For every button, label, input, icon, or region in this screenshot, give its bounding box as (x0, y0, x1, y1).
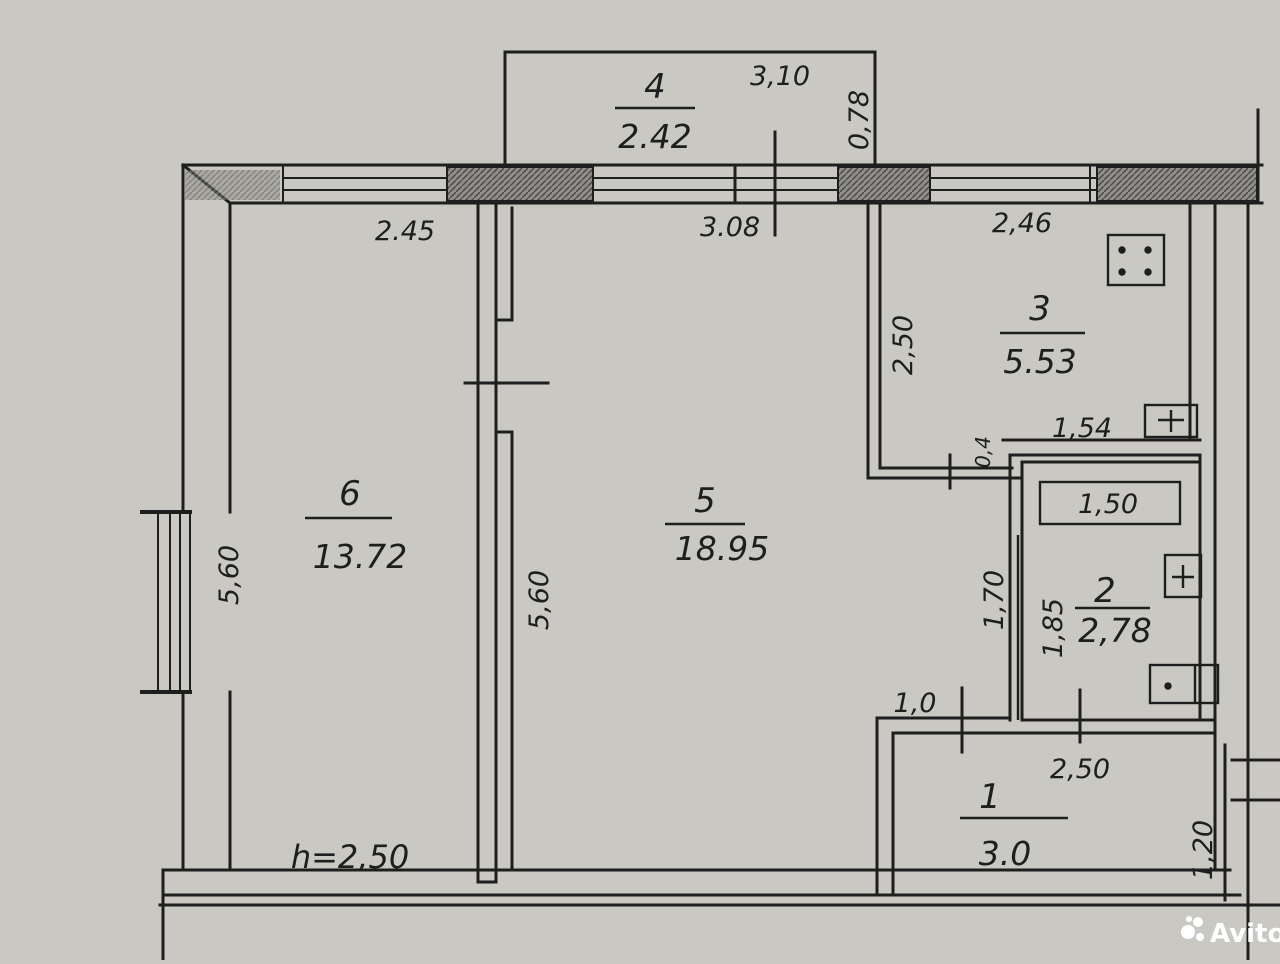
room-6-number: 6 (339, 474, 361, 514)
dim-corridor-width: 1,54 (1052, 413, 1112, 444)
dim-room6-depth: 5,60 (214, 545, 245, 605)
room-4-area: 2.42 (618, 117, 691, 156)
toilet-icon (1148, 663, 1220, 705)
room-6-area: 13.72 (313, 537, 407, 576)
pillar-right (1096, 166, 1258, 202)
toilet-dot (1164, 682, 1172, 690)
walls (158, 50, 1280, 962)
stove-burner-4 (1144, 268, 1152, 276)
corner-shading (185, 170, 280, 200)
dim-bath-fixture: 1,50 (1078, 489, 1138, 520)
avito-wordmark: Avito (1210, 919, 1280, 949)
dim-corridor-gap: 0,4 (971, 436, 995, 468)
stove-burner-3 (1118, 268, 1126, 276)
bath-sink-icon (1163, 553, 1203, 599)
kitchen-sink-icon (1143, 403, 1199, 439)
room-labels: 4 2.42 3 5.53 6 13.72 5 18.95 2 2,78 1 3… (305, 67, 1152, 873)
avito-logo-dot-4 (1186, 916, 1192, 922)
ceiling-height-label: h=2,50 (291, 838, 409, 876)
dim-room6-width: 2.45 (375, 216, 435, 247)
dim-balcony-width: 3,10 (750, 61, 810, 92)
pillar-middle (837, 166, 931, 202)
room-2-area: 2,78 (1078, 611, 1151, 650)
fixtures (1016, 233, 1220, 720)
dim-bath-depth-left: 1,70 (979, 570, 1010, 630)
dim-room3-width: 2,46 (992, 208, 1052, 239)
dim-hall-width: 2,50 (1050, 754, 1110, 785)
avito-logo-dot-1 (1181, 925, 1195, 939)
room-4-number: 4 (644, 67, 666, 107)
room-3-area: 5.53 (1003, 342, 1076, 381)
window-left-frame (157, 511, 191, 693)
dim-hall-door: 1,0 (894, 688, 937, 719)
dim-room5-width: 3.08 (700, 212, 760, 243)
dim-room5-depth: 5,60 (524, 570, 555, 630)
stove-burner-2 (1144, 246, 1152, 254)
room-5-number: 5 (694, 481, 716, 521)
room-2-number: 2 (1094, 571, 1116, 611)
room-5-area: 18.95 (675, 529, 769, 568)
avito-watermark: Avito (1181, 916, 1280, 949)
avito-logo-dot-3 (1196, 933, 1204, 941)
dim-balcony-depth: 0,78 (844, 90, 875, 150)
room-1-number: 1 (979, 777, 1001, 817)
bathtub-icon (1038, 480, 1182, 526)
window-left-wall (140, 510, 192, 694)
room-3-number: 3 (1029, 289, 1051, 329)
pillar-left (446, 166, 594, 202)
stove-burner-1 (1118, 246, 1126, 254)
stove-icon (1106, 233, 1166, 287)
dim-hall-depth: 1,20 (1188, 820, 1219, 880)
dim-bath-depth-right: 1,85 (1038, 598, 1069, 658)
room-1-area: 3.0 (979, 834, 1031, 873)
dim-room3-depth: 2,50 (888, 315, 919, 375)
avito-logo-dot-2 (1193, 917, 1203, 927)
dimension-labels: 3,10 0,78 2.45 3.08 2,46 2,50 5,60 5,60 … (214, 61, 1219, 880)
window-group-top (282, 165, 1097, 203)
